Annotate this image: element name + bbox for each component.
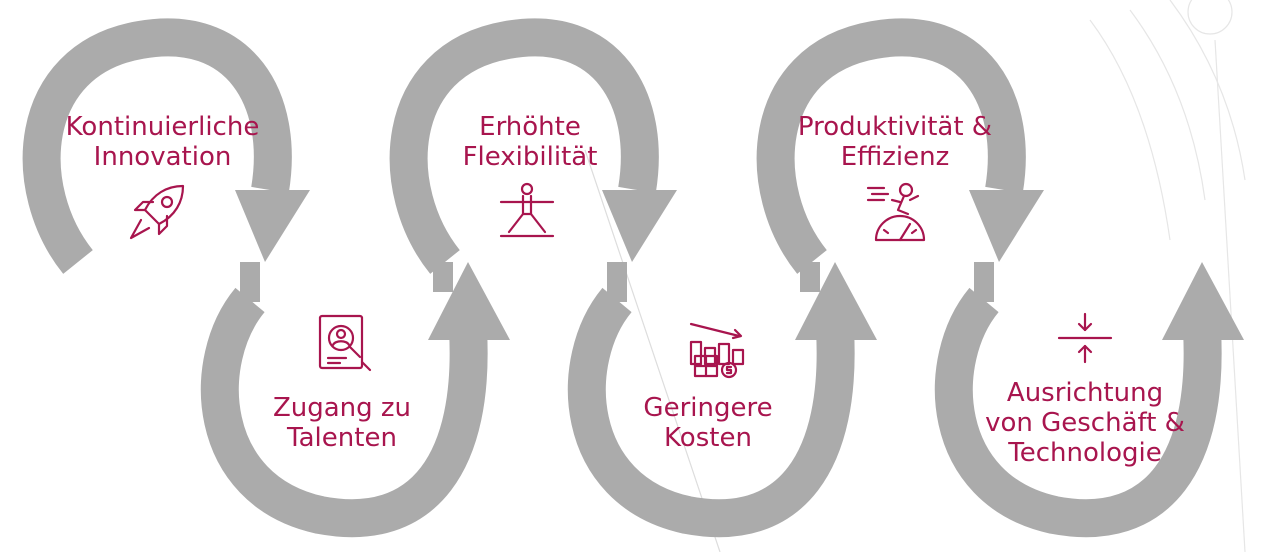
arrow-head-1 [235, 190, 310, 262]
talent-search-icon [312, 312, 376, 376]
benefit-label-productivity: Produktivität & Effizienz [797, 112, 993, 172]
top-arc-3 [756, 18, 1026, 274]
rocket-icon [127, 180, 189, 242]
arrow-head-4 [428, 262, 510, 340]
arrow-loops [22, 18, 1222, 538]
benefit-label-flexibility: Erhöhte Flexibilität [462, 112, 598, 172]
arc-connectors [240, 262, 994, 302]
arrow-heads [235, 190, 1244, 340]
top-arc-1 [22, 18, 292, 274]
decorative-background-lines [584, 0, 1246, 552]
benefit-label-innovation: Kontinuierliche Innovation [65, 112, 260, 172]
arrow-head-6 [1162, 262, 1244, 340]
benefit-label-costs: Geringere Kosten [643, 393, 773, 453]
cost-reduction-icon [685, 318, 749, 382]
arrow-head-5 [795, 262, 877, 340]
bottom-arc-1 [200, 287, 488, 538]
speed-runner-icon [866, 178, 932, 244]
arrow-head-3 [969, 190, 1044, 262]
alignment-arrows-icon [1055, 312, 1115, 364]
bottom-arc-3 [934, 287, 1222, 538]
arrow-head-2 [602, 190, 677, 262]
yoga-pose-icon [495, 180, 559, 242]
benefit-label-talent: Zugang zu Talenten [272, 393, 412, 453]
bottom-arc-2 [567, 287, 855, 538]
benefit-label-alignment: Ausrichtung von Geschäft & Technologie [985, 378, 1185, 468]
top-arc-2 [389, 18, 659, 274]
